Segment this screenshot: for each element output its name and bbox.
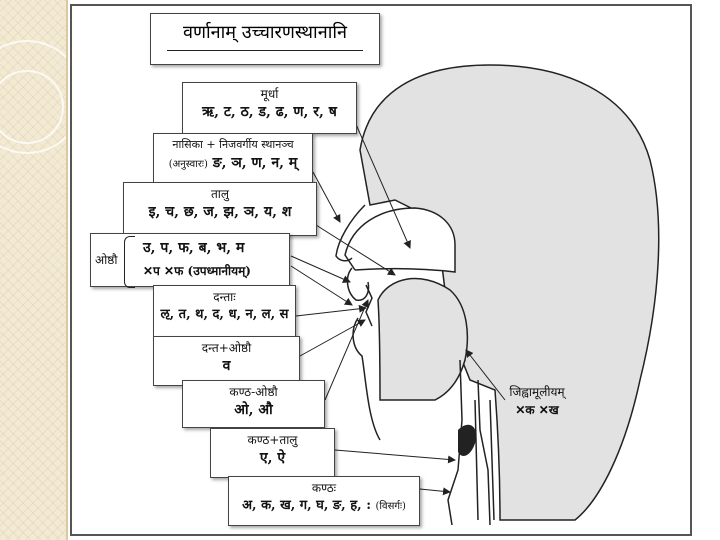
box-kanthaoshtha: कण्ठ-ओष्ठौ ओ, औ — [182, 380, 325, 428]
diagram-title: वर्णानाम् उच्चारणस्थानानि — [182, 22, 348, 43]
place-letters-2: ✕प ✕फ (उपध्मानीयम्) — [143, 264, 251, 278]
box-kantha: कण्ठः अ, क, ख, ग, घ, ङ, ह, : (विसर्गः) — [228, 476, 420, 526]
place-letters: ✕क ✕ख — [515, 403, 559, 417]
upper-lip — [346, 267, 370, 301]
arrow-oshtha-up — [290, 255, 351, 283]
place-note: (अनुस्वारः) — [168, 159, 208, 170]
lower-lip — [352, 317, 381, 441]
place-label: नासिका + निजवर्गीय स्थानञ्च — [172, 138, 294, 151]
arrow-kanthatalu — [334, 449, 456, 464]
place-label: ओष्ठौ — [95, 253, 118, 267]
box-nasika: नासिका + निजवर्गीय स्थानञ्च (अनुस्वारः) … — [153, 133, 313, 187]
box-dantaoshtha: दन्त+ओष्ठौ व — [153, 336, 300, 386]
place-label: मूर्धा — [260, 87, 279, 101]
place-label: कण्ठ-ओष्ठौ — [229, 385, 278, 399]
teeth — [365, 284, 373, 327]
title-underline — [167, 50, 363, 51]
box-oshthau: ओष्ठौ उ, प, फ, ब, भ, म ✕प ✕फ (उपध्मानीयम… — [90, 233, 290, 287]
arrow-jihvamuliyam — [465, 349, 506, 401]
place-note: (विसर्गः) — [375, 501, 406, 512]
place-letters: व — [222, 358, 231, 374]
box-murdha: मूर्धा ऋ, ट, ठ, ड, ढ, ण, र, ष — [182, 82, 357, 134]
arrow-murdha — [354, 121, 411, 249]
place-letters: इ, च, छ, ज, झ, ञ, य, श — [148, 204, 292, 220]
brace — [124, 236, 135, 288]
tongue — [377, 277, 469, 401]
place-label: तालु — [210, 187, 230, 201]
place-label: कण्ठ+तालु — [247, 433, 298, 447]
side-divider — [66, 0, 68, 540]
place-letters: ऌ, त, थ, द, ध, न, ल, स — [160, 307, 289, 322]
place-label: कण्ठः — [311, 481, 337, 495]
trachea — [474, 399, 495, 521]
arrow-nasika — [312, 171, 341, 223]
decorative-circle — [0, 70, 64, 144]
box-talu: तालु इ, च, छ, ज, झ, ञ, य, श — [123, 182, 317, 236]
box-jihvamuliyam: जिह्वामूलीयम् ✕क ✕ख — [500, 384, 574, 426]
larynx — [458, 424, 477, 456]
arrow-talu — [315, 224, 396, 276]
arrow-danta — [295, 304, 367, 317]
title-box: वर्णानाम् उच्चारणस्थानानि — [150, 13, 380, 65]
arrow-dantaoshtha — [299, 319, 366, 357]
place-letters: ङ, ञ, ण, न, म् — [212, 155, 298, 171]
place-label: जिह्वामूलीयम् — [509, 385, 565, 399]
place-letters: ओ, औ — [234, 402, 273, 418]
nasal-cavity — [344, 207, 456, 273]
place-letters-1: उ, प, फ, ब, भ, म — [143, 240, 245, 256]
box-danta: दन्ताः ऌ, त, थ, द, ध, न, ल, स — [153, 285, 296, 339]
box-kanthatalu: कण्ठ+तालु ए, ऐ — [210, 428, 335, 478]
place-label: दन्त+ओष्ठौ — [201, 341, 252, 355]
pharynx — [447, 359, 491, 526]
place-letters: ऋ, ट, ठ, ड, ढ, ण, र, ष — [202, 104, 337, 120]
arrow-kanthaoshtha — [324, 299, 369, 401]
place-label: दन्ताः — [213, 290, 236, 304]
place-letters: अ, क, ख, ग, घ, ङ, ह, : — [242, 498, 371, 513]
nose — [335, 204, 366, 262]
arrow-oshtha-down — [290, 265, 353, 306]
skull-shape — [359, 64, 660, 521]
place-letters: ए, ऐ — [259, 450, 286, 466]
